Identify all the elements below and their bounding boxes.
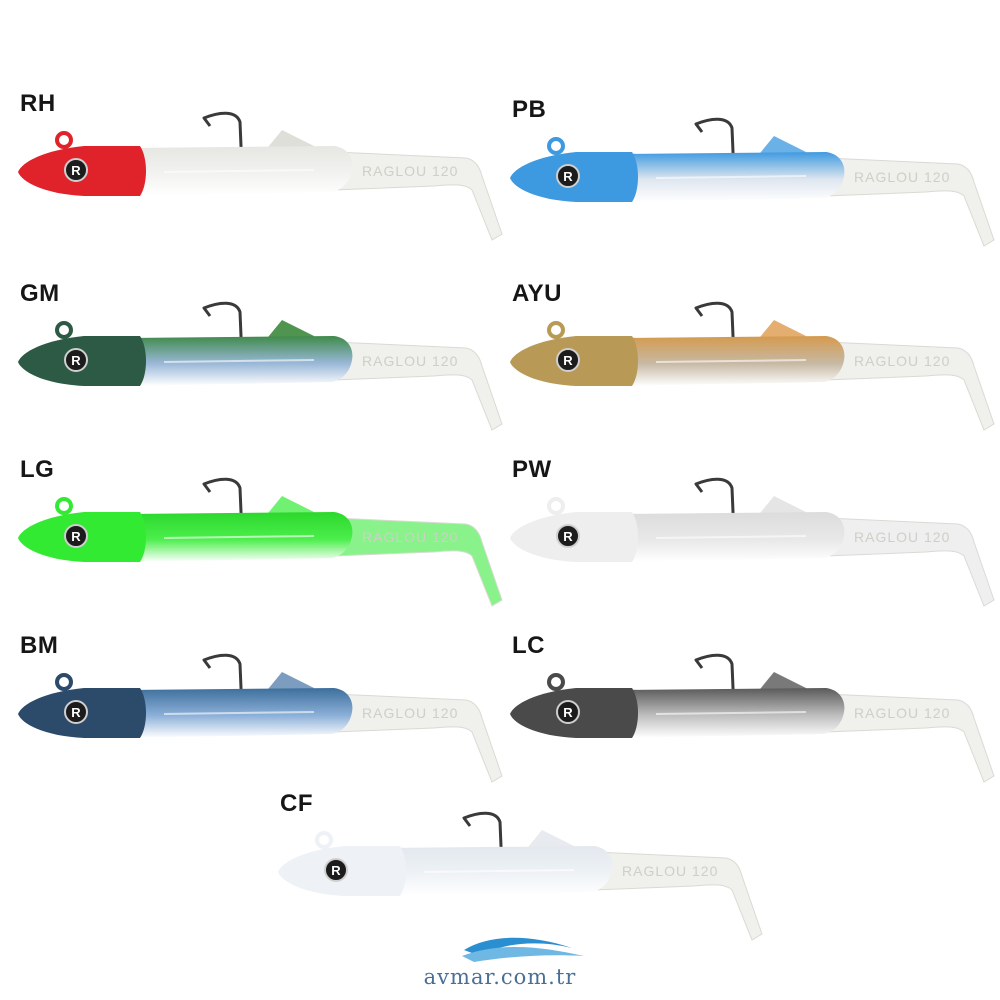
site-name: avmar.com.tr [423, 965, 577, 989]
hook [694, 117, 736, 178]
line-eyelet [55, 131, 73, 149]
avmar-wave-logo [462, 937, 584, 962]
lure-gm: GM R RAGLOU 120 [14, 280, 504, 450]
paddle-tail [825, 341, 995, 431]
brand-badge-icon [64, 700, 88, 724]
lure-pw: PW R RAGLOU 120 [506, 456, 996, 626]
brand-badge-icon [556, 524, 580, 548]
brand-badge-letter: R [331, 863, 341, 878]
paddle-tail [825, 517, 995, 607]
brand-badge-letter: R [71, 529, 81, 544]
hook [202, 301, 244, 362]
paddle-tail [333, 341, 503, 431]
brand-badge-icon [324, 858, 348, 882]
lure-illustration: R RAGLOU 120 [510, 301, 995, 431]
paddle-tail [333, 693, 503, 783]
paddle-tail [333, 151, 503, 241]
hook [694, 301, 736, 362]
hook [202, 477, 244, 538]
tail-model-text: RAGLOU 120 [854, 169, 950, 185]
lure-illustration: R RAGLOU 120 [278, 811, 763, 941]
line-eyelet [55, 321, 73, 339]
brand-badge-icon [556, 348, 580, 372]
tail-model-text: RAGLOU 120 [854, 353, 950, 369]
lure-bm: BM R RAGLOU 120 [14, 632, 504, 802]
brand-badge-icon [64, 524, 88, 548]
paddle-tail [333, 517, 503, 607]
brand-badge-letter: R [71, 705, 81, 720]
line-eyelet [55, 497, 73, 515]
lure-code-label: PB [512, 96, 547, 123]
tail-model-text: RAGLOU 120 [622, 863, 718, 879]
lure-pb: PB R RAGLOU 120 [506, 96, 996, 266]
lure-ayu: AYU R RAGLOU 120 [506, 280, 996, 450]
lure-cf: CF R RAGLOU 120 [274, 790, 764, 960]
hook [202, 111, 244, 172]
brand-badge-letter: R [563, 705, 573, 720]
paddle-tail [825, 157, 995, 247]
tail-model-text: RAGLOU 120 [362, 529, 458, 545]
tail-model-text: RAGLOU 120 [854, 529, 950, 545]
lure-illustration: R RAGLOU 120 [18, 477, 503, 607]
lure-illustration: R RAGLOU 120 [18, 111, 503, 241]
lure-illustration: R RAGLOU 120 [510, 653, 995, 783]
lure-code-label: RH [20, 90, 56, 117]
line-eyelet [547, 321, 565, 339]
lure-illustration: R RAGLOU 120 [510, 117, 995, 247]
lure-rh: RH R RAGLOU 120 [14, 90, 504, 260]
brand-badge-icon [64, 348, 88, 372]
tail-model-text: RAGLOU 120 [854, 705, 950, 721]
brand-badge-icon [556, 164, 580, 188]
brand-badge-letter: R [71, 163, 81, 178]
lure-code-label: LG [20, 456, 55, 483]
lure-code-label: CF [280, 790, 313, 817]
hook [694, 477, 736, 538]
brand-badge-letter: R [563, 169, 573, 184]
hook [202, 653, 244, 714]
brand-badge-icon [64, 158, 88, 182]
hook [694, 653, 736, 714]
wave-lower [462, 946, 584, 962]
line-eyelet [547, 497, 565, 515]
lure-code-label: AYU [512, 280, 562, 307]
hook [462, 811, 504, 872]
lure-illustration: R RAGLOU 120 [510, 477, 995, 607]
lure-code-label: PW [512, 456, 552, 483]
line-eyelet [547, 137, 565, 155]
tail-model-text: RAGLOU 120 [362, 353, 458, 369]
line-eyelet [547, 673, 565, 691]
lure-code-label: BM [20, 632, 59, 659]
brand-badge-letter: R [563, 529, 573, 544]
brand-badge-icon [556, 700, 580, 724]
lure-illustration: R RAGLOU 120 [18, 301, 503, 431]
brand-badge-letter: R [71, 353, 81, 368]
lure-lg: LG R RAGLOU 120 [14, 456, 504, 626]
lure-illustration: R RAGLOU 120 [18, 653, 503, 783]
lure-code-label: LC [512, 632, 545, 659]
brand-badge-letter: R [563, 353, 573, 368]
lure-code-label: GM [20, 280, 60, 307]
paddle-tail [825, 693, 995, 783]
wave-upper [464, 937, 572, 956]
paddle-tail [593, 851, 763, 941]
tail-model-text: RAGLOU 120 [362, 705, 458, 721]
line-eyelet [55, 673, 73, 691]
line-eyelet [315, 831, 333, 849]
tail-model-text: RAGLOU 120 [362, 163, 458, 179]
lure-lc: LC R RAGLOU 120 [506, 632, 996, 802]
